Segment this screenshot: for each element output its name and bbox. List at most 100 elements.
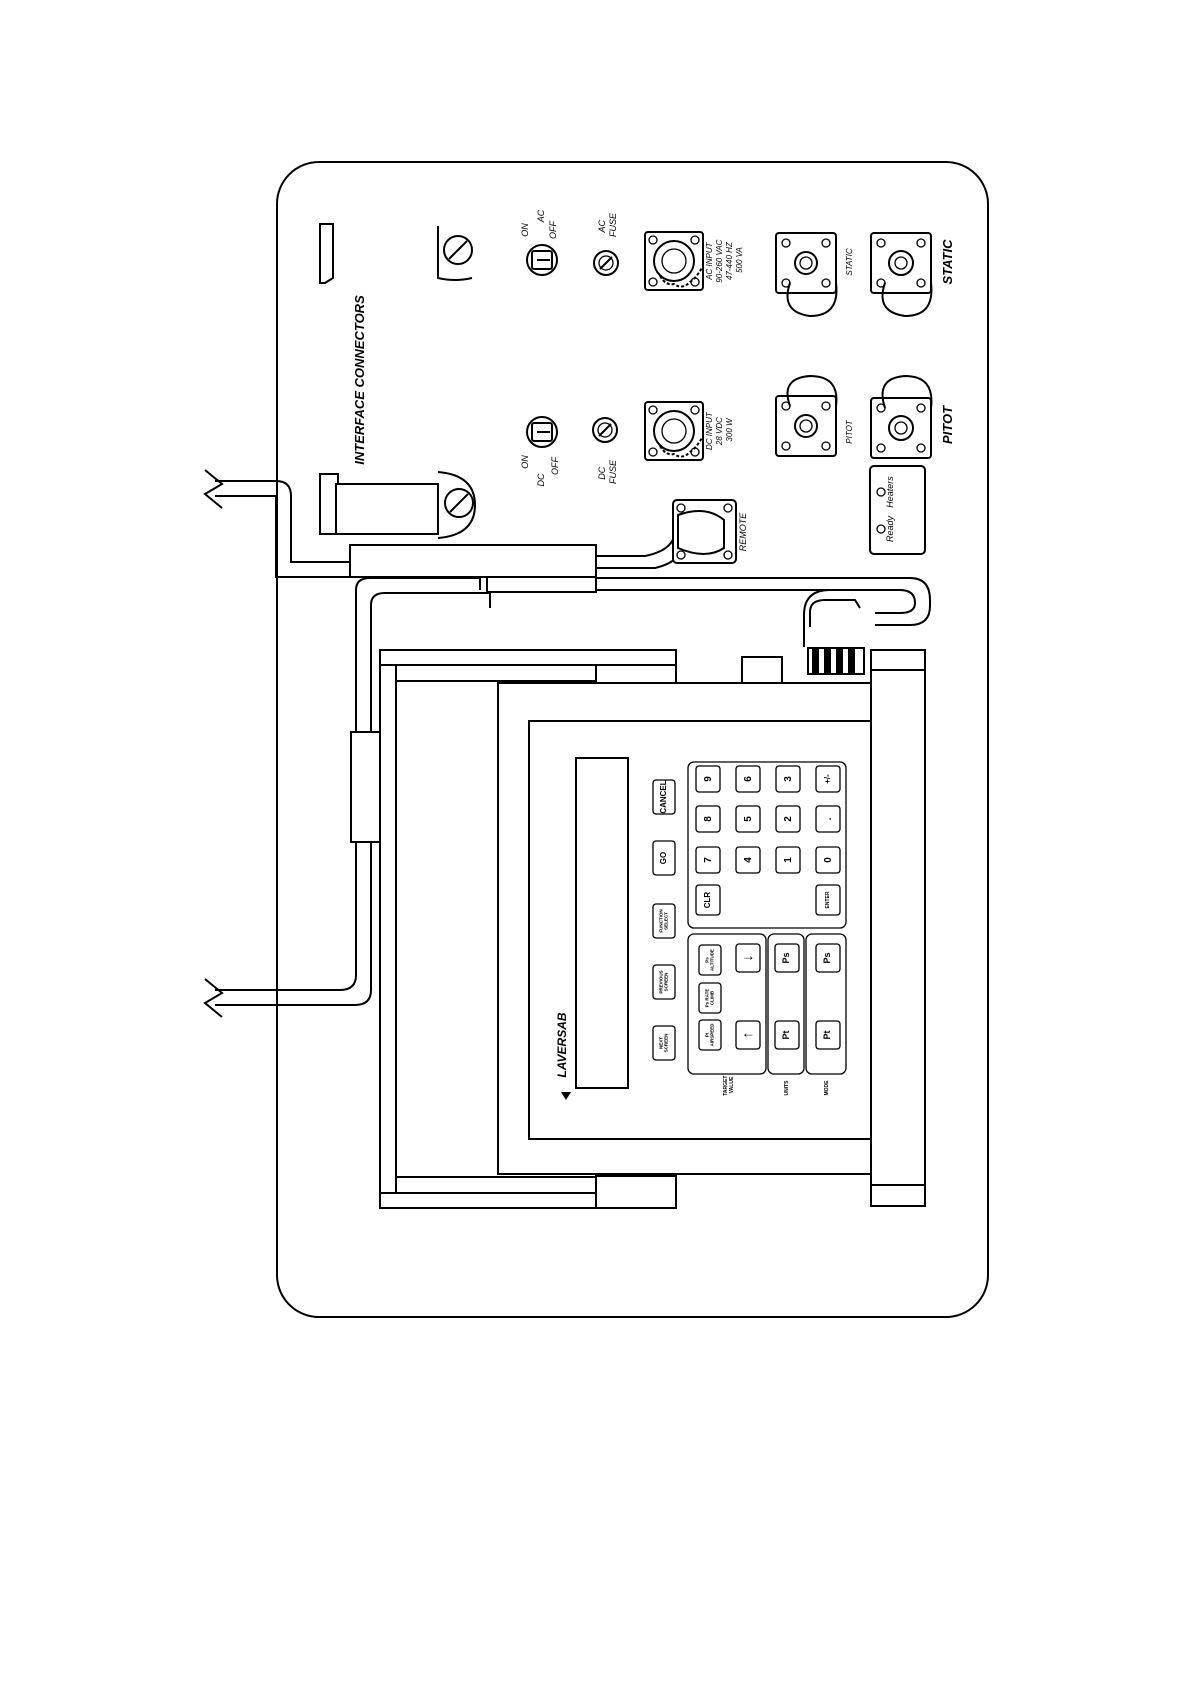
numpad-key-0-0[interactable]: 7 (695, 846, 721, 874)
arrow-up-key[interactable]: ↑ (735, 1020, 761, 1050)
top-handle (319, 223, 334, 284)
numpad-key-1-1[interactable]: 5 (735, 805, 761, 833)
lcd-display (575, 757, 629, 1089)
numpad-key-1-0-label: 4 (743, 857, 754, 863)
mode-ps-key[interactable]: Ps (815, 943, 841, 973)
brand-logo-mark-icon (561, 1092, 571, 1100)
numpad-key-3-2[interactable]: +/- (815, 765, 841, 793)
ac-input-connector[interactable] (644, 231, 704, 291)
pitot-port-small-label: PITOT (845, 419, 854, 444)
units-label: UNITS (784, 1080, 790, 1096)
cable-bundle (215, 480, 931, 1006)
clear-key[interactable]: CLR (695, 884, 721, 916)
numpad-key-0-2[interactable]: 9 (695, 765, 721, 793)
panel-title: INTERFACE CONNECTORS (352, 295, 367, 465)
numpad-key-3-0[interactable]: 0 (815, 846, 841, 874)
numeric-keypad: 7 8 9 4 5 6 1 2 3 0. +/- CLR ENTER (695, 765, 841, 916)
remote-label: REMOTE (738, 512, 748, 551)
instrument-frame (379, 649, 926, 1209)
numpad-key-2-0[interactable]: 1 (775, 846, 801, 874)
pt-airspeed-key-label: PtAIRSPEED (705, 1023, 715, 1047)
numpad-panel (687, 761, 847, 929)
heaters-indicator-icon (876, 487, 886, 497)
static-port-small[interactable] (775, 232, 838, 318)
panel-outline (276, 161, 989, 1318)
arrow-down-key[interactable]: ↓ (735, 943, 761, 973)
screw-icon (437, 226, 473, 281)
dc-switch-on-label: ON (520, 455, 530, 469)
dc-fuse-holder[interactable] (592, 417, 618, 443)
numpad-key-2-2-label: 3 (783, 776, 794, 782)
ac-fuse-label: AC FUSE (597, 212, 618, 237)
brand-logo: LAVERSAB (555, 1012, 569, 1077)
ac-fuse-holder[interactable] (593, 250, 619, 276)
previous-screen-button[interactable]: PREVIOUSSCREEN (652, 964, 676, 1000)
cable-break-marks (203, 469, 224, 1018)
ac-power-switch[interactable] (526, 244, 558, 276)
ready-label: Ready (885, 515, 895, 542)
arrow-up-key-label: ↑ (739, 1032, 755, 1039)
numpad-key-2-1-label: 2 (783, 816, 794, 822)
pitot-port-label: PITOT (940, 405, 955, 444)
bottom-handle (319, 471, 477, 539)
next-screen-button-label: NEXTSCREEN (659, 1034, 669, 1053)
dc-input-connector[interactable] (644, 401, 704, 461)
ps-altitude-key[interactable]: PsALTITUDE (698, 944, 722, 976)
numpad-key-0-1[interactable]: 8 (695, 805, 721, 833)
static-port-small-label: STATIC (845, 248, 854, 275)
remote-connector[interactable] (672, 499, 737, 564)
ps-rate-climb-key[interactable]: Ps RATECLIMB (698, 982, 722, 1014)
pressure-hose-connector (807, 647, 865, 675)
pt-airspeed-key[interactable]: PtAIRSPEED (698, 1019, 722, 1051)
mode-pt-key-label: Pt (822, 1030, 832, 1039)
go-button-label: GO (659, 852, 668, 864)
units-ps-key[interactable]: Ps (774, 943, 800, 973)
ac-switch-on-label: ON (520, 223, 530, 237)
cable-junction-block (349, 544, 597, 578)
mode-pt-key[interactable]: Pt (815, 1020, 841, 1050)
numpad-key-0-1-label: 8 (703, 816, 714, 822)
heaters-label: Heaters (885, 476, 895, 508)
ready-indicator-icon (876, 524, 886, 534)
cable-sleeve (350, 731, 381, 843)
numpad-key-1-2-label: 6 (743, 776, 754, 782)
numpad-key-0-0-label: 7 (703, 857, 714, 863)
dc-switch-name-label: DC (536, 473, 546, 486)
function-select-button-label: FUNCTIONSELECT (659, 909, 669, 932)
mode-label: MODE (824, 1080, 830, 1096)
status-light-panel (869, 465, 926, 555)
target-value-keys: PtAIRSPEED Ps RATECLIMB PsALTITUDE ↑ ↓ Pt PsPt… (698, 943, 841, 1051)
numpad-key-1-1-label: 5 (743, 816, 754, 822)
enter-key[interactable]: ENTER (815, 884, 841, 916)
units-pt-key-label: Pt (781, 1030, 791, 1039)
ps-altitude-key-label: PsALTITUDE (705, 949, 715, 971)
units-pt-key[interactable]: Pt (774, 1020, 800, 1050)
cable-junction-tab (486, 576, 597, 593)
units-ps-key-label: Ps (781, 952, 791, 963)
function-select-button[interactable]: FUNCTIONSELECT (652, 903, 676, 939)
screw-icon (444, 488, 474, 518)
numpad-key-2-1[interactable]: 2 (775, 805, 801, 833)
enter-key-label: ENTER (825, 891, 831, 908)
numpad-key-1-2[interactable]: 6 (735, 765, 761, 793)
numpad-key-3-1[interactable]: . (815, 805, 841, 833)
pitot-port[interactable] (870, 374, 933, 459)
arrow-down-key-label: ↓ (739, 955, 755, 962)
pitot-port-small[interactable] (775, 374, 838, 457)
clear-key-label: CLR (703, 892, 712, 909)
ps-rate-climb-key-label: Ps RATECLIMB (705, 989, 715, 1008)
cancel-button[interactable]: CANCEL (652, 779, 676, 815)
dc-power-switch[interactable] (526, 416, 558, 448)
static-port[interactable] (870, 232, 933, 318)
next-screen-button[interactable]: NEXTSCREEN (652, 1025, 676, 1061)
numpad-key-2-0-label: 1 (783, 857, 794, 863)
numpad-key-1-0[interactable]: 4 (735, 846, 761, 874)
dc-input-label: DC INPUT 28 VDC 300 W (705, 410, 734, 450)
static-port-label: STATIC (940, 239, 955, 285)
numpad-key-0-2-label: 9 (703, 776, 714, 782)
go-button[interactable]: GO (652, 840, 676, 876)
ac-switch-name-label: AC (536, 209, 546, 223)
numpad-key-3-0-label: 0 (823, 857, 834, 863)
numpad-key-2-2[interactable]: 3 (775, 765, 801, 793)
numpad-key-3-2-label: +/- (823, 774, 832, 784)
